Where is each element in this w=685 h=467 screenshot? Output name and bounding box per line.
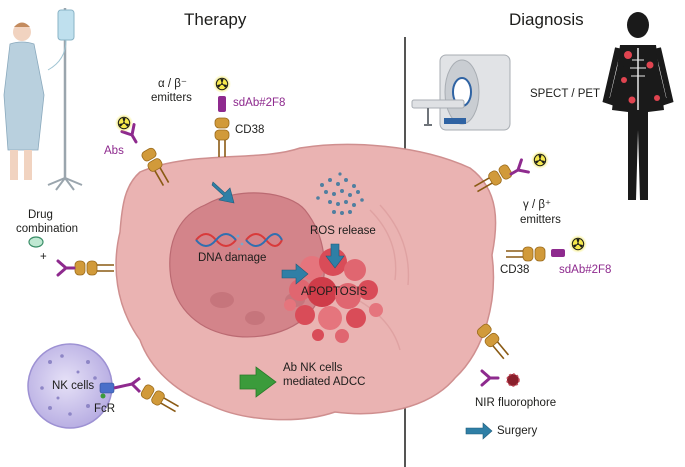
drug-antibody — [56, 259, 76, 277]
therapy-heading: Therapy — [184, 10, 247, 29]
adcc-label-1: Ab NK cells — [283, 362, 343, 374]
gamma-beta-label-2: emitters — [520, 214, 561, 226]
arrow-blue-1 — [211, 181, 235, 204]
fcr-label: FcR — [94, 403, 116, 415]
adcc-label-2: mediated ADCC — [283, 376, 366, 388]
ros-release-label: ROS release — [310, 225, 376, 237]
apoptosis-label: APOPTOSIS — [301, 286, 368, 298]
gamma-beta-label-1: γ / β⁺ — [523, 199, 552, 211]
dna-damage-label: DNA damage — [198, 252, 267, 264]
arrow-blue-2 — [281, 263, 309, 285]
alpha-beta-label-1: α / β⁻ — [158, 78, 187, 90]
adcc-arrow — [239, 366, 277, 398]
radioactive-icon-4 — [569, 235, 587, 253]
scanner-illustration — [411, 54, 511, 131]
sdab-therapy-label: sdAb#2F8 — [233, 97, 286, 109]
arrow-blue-3 — [325, 243, 345, 269]
dna-icon — [195, 233, 283, 251]
radioactive-icon-3 — [531, 151, 549, 169]
receptor-nir — [474, 321, 513, 363]
diagnosis-heading: Diagnosis — [509, 10, 584, 29]
alpha-beta-label-2: emitters — [151, 92, 192, 104]
skeleton-illustration — [602, 12, 674, 200]
nir-fluorophore-icon — [506, 373, 520, 387]
sdab-therapy — [218, 96, 226, 112]
drug-label-1: Drug — [28, 209, 53, 221]
nir-label: NIR fluorophore — [475, 397, 557, 409]
surgery-label: Surgery — [497, 425, 538, 437]
fcr-receptor — [99, 382, 115, 394]
surgery-arrow-icon — [465, 422, 493, 440]
radioactive-icon-1 — [115, 114, 133, 132]
nir-antibody — [480, 369, 500, 387]
abs-label: Abs — [104, 145, 124, 157]
nk-granules — [40, 354, 97, 416]
receptor-cd38-diag — [505, 246, 546, 262]
receptor-cd38-therapy — [214, 117, 230, 158]
cd38-therapy-label: CD38 — [235, 124, 265, 136]
plus-sign: + — [40, 251, 47, 263]
drug-pill-icon — [28, 236, 44, 248]
receptor-drug — [74, 260, 115, 276]
adcc-antibody — [113, 382, 133, 390]
nk-cells-label: NK cells — [52, 380, 95, 392]
sdab-diag — [551, 249, 565, 257]
spect-pet-label: SPECT / PET — [530, 88, 601, 100]
radioactive-icon-2 — [213, 75, 231, 93]
sdab-diag-label: sdAb#2F8 — [559, 264, 612, 276]
drug-label-2: combination — [16, 223, 79, 235]
cd38-diag-label: CD38 — [500, 264, 530, 276]
patient-illustration — [3, 8, 83, 191]
ros-particles — [316, 172, 364, 215]
